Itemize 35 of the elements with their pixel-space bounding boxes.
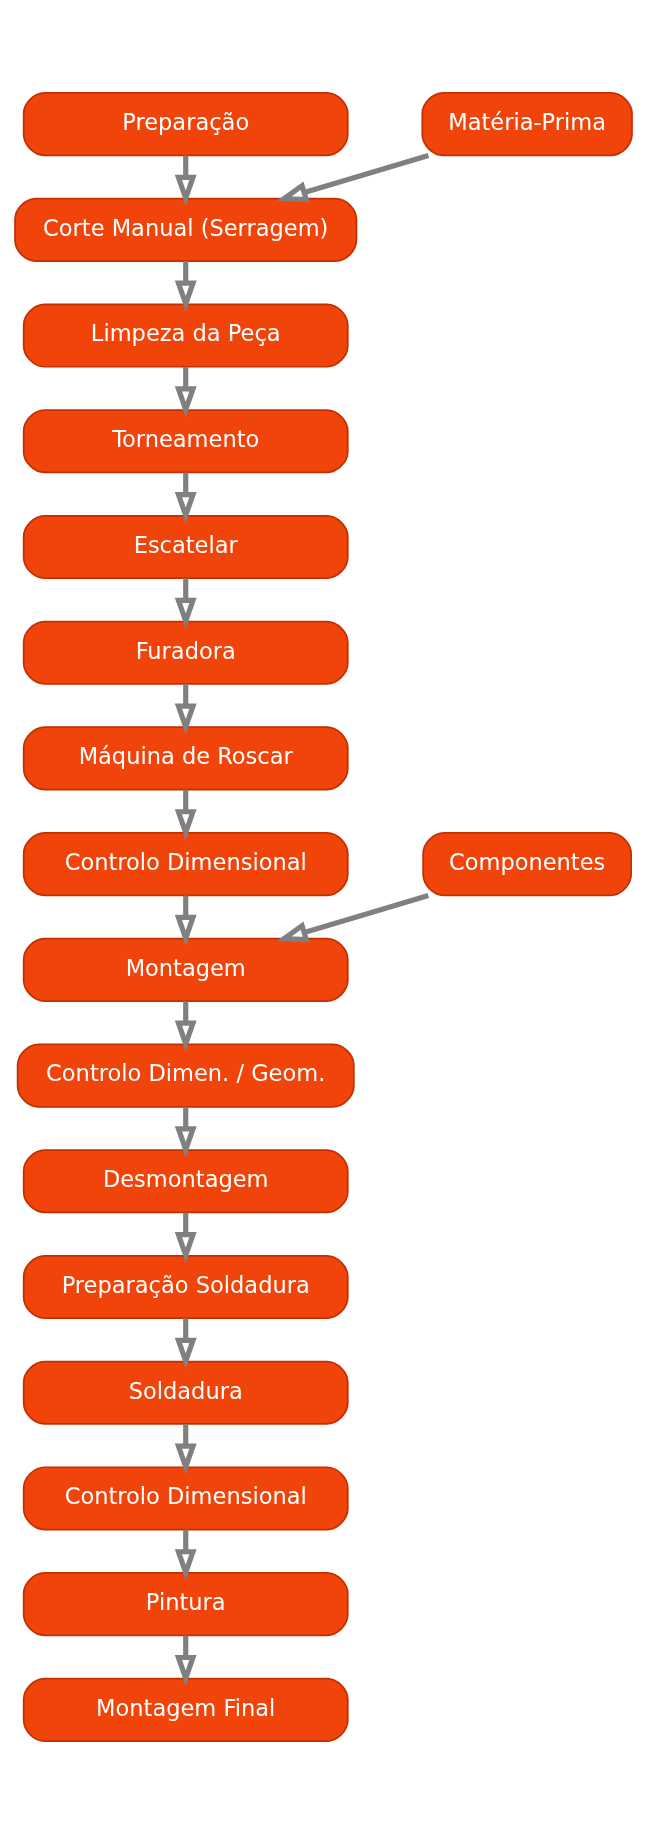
node-box: Preparação xyxy=(22,91,349,156)
arrow xyxy=(174,472,197,523)
node-box: Componentes xyxy=(422,831,632,896)
node-box: Escatelar xyxy=(22,514,349,579)
arrow xyxy=(174,577,197,629)
node-box: Montagem xyxy=(22,937,349,1002)
node-box: Controlo Dimen. / Geom. xyxy=(16,1043,355,1108)
node-box: Controlo Dimensional xyxy=(22,1465,349,1530)
node-box: Soldadura xyxy=(22,1360,349,1425)
arrow xyxy=(174,154,197,206)
arrow xyxy=(174,1000,197,1052)
arrow xyxy=(174,366,197,418)
node-box: Preparação Soldadura xyxy=(22,1254,349,1319)
node-box: Montagem Final xyxy=(22,1677,349,1742)
arrow xyxy=(174,894,197,946)
arrow xyxy=(174,260,197,312)
node-box: Furadora xyxy=(22,620,349,685)
arrow xyxy=(174,1317,197,1369)
node-box: Torneamento xyxy=(22,408,349,473)
arrow xyxy=(174,789,197,840)
node-box: Corte Manual (Serragem) xyxy=(14,197,358,262)
arrow xyxy=(174,1212,197,1263)
arrow xyxy=(276,892,430,942)
arrow xyxy=(174,683,197,735)
arrow xyxy=(276,152,430,202)
node-box: Matéria-Prima xyxy=(421,91,633,156)
node-box: Desmontagem xyxy=(22,1148,349,1213)
arrow xyxy=(174,1106,197,1158)
arrow xyxy=(174,1634,197,1686)
node-box: Limpeza da Peça xyxy=(22,303,349,368)
arrow xyxy=(174,1529,197,1580)
node-box: Máquina de Roscar xyxy=(22,725,349,790)
arrow xyxy=(174,1423,197,1475)
node-box: Controlo Dimensional xyxy=(22,831,349,896)
node-box: Pintura xyxy=(22,1571,349,1636)
